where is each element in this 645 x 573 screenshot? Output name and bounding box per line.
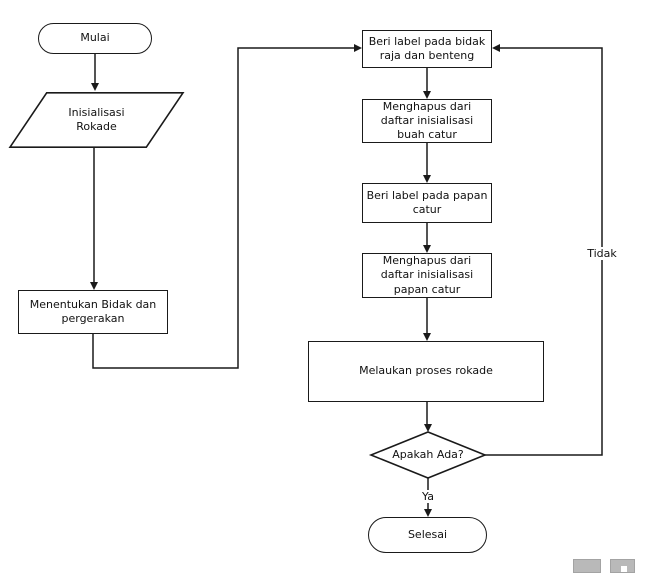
- node-label-board: Beri label pada papan catur: [362, 183, 492, 223]
- gray-square-artifact: [573, 559, 601, 573]
- node-label-pieces-label: Beri label pada bidak raja dan benteng: [368, 34, 486, 62]
- arrowhead-right-icon: [354, 44, 362, 52]
- artifact-notch: [621, 566, 627, 572]
- edge-determine-labelpieces: [92, 44, 362, 369]
- node-decision-label: Apakah Ada?: [392, 447, 464, 461]
- edge-labelboard-removeboard: [423, 223, 431, 253]
- diamond-shape: [368, 431, 488, 479]
- node-remove-pieces-label: Menghapus dari daftar inisialisasi buah …: [380, 99, 474, 142]
- arrowhead-down-icon: [91, 83, 99, 91]
- node-init: Inisialisasi Rokade: [10, 92, 183, 148]
- node-start-label: Mulai: [80, 31, 110, 45]
- edge-removeboard-process: [423, 298, 431, 341]
- arrowhead-down-icon: [424, 424, 432, 432]
- arrowhead-down-icon: [423, 91, 431, 99]
- parallelogram-shape: [8, 92, 185, 148]
- edge-label-ya: Ya: [416, 490, 440, 503]
- arrowhead-left-icon: [492, 44, 500, 52]
- edge-start-init: [91, 53, 99, 91]
- edge-init-determine: [90, 148, 98, 290]
- edge-process-decision: [424, 402, 432, 432]
- node-init-label: Inisialisasi Rokade: [68, 105, 125, 133]
- gray-square-notched-artifact: [610, 559, 635, 573]
- arrowhead-down-icon: [423, 175, 431, 183]
- edge-label-tidak: Tidak: [584, 247, 620, 260]
- node-label-board-label: Beri label pada papan catur: [366, 188, 488, 216]
- node-label-pieces: Beri label pada bidak raja dan benteng: [362, 30, 492, 68]
- node-remove-board: Menghapus dari daftar inisialisasi papan…: [362, 253, 492, 298]
- node-end-label: Selesai: [407, 527, 448, 541]
- node-remove-board-label: Menghapus dari daftar inisialisasi papan…: [380, 254, 474, 296]
- node-end: Selesai: [368, 517, 487, 553]
- arrowhead-down-icon: [424, 509, 432, 517]
- node-process-castling-label: Melaukan proses rokade: [359, 364, 493, 378]
- node-remove-pieces: Menghapus dari daftar inisialisasi buah …: [362, 99, 492, 143]
- edge-removepieces-labelboard: [423, 143, 431, 183]
- node-start: Mulai: [38, 23, 152, 54]
- arrowhead-down-icon: [423, 245, 431, 253]
- node-determine-label: Menentukan Bidak dan pergerakan: [29, 297, 157, 325]
- node-process-castling: Melaukan proses rokade: [308, 341, 544, 402]
- arrowhead-down-icon: [90, 282, 98, 290]
- arrowhead-down-icon: [423, 333, 431, 341]
- node-determine: Menentukan Bidak dan pergerakan: [18, 290, 168, 334]
- node-decision: Apakah Ada?: [371, 432, 485, 478]
- edge-labelpieces-removepieces: [423, 68, 431, 99]
